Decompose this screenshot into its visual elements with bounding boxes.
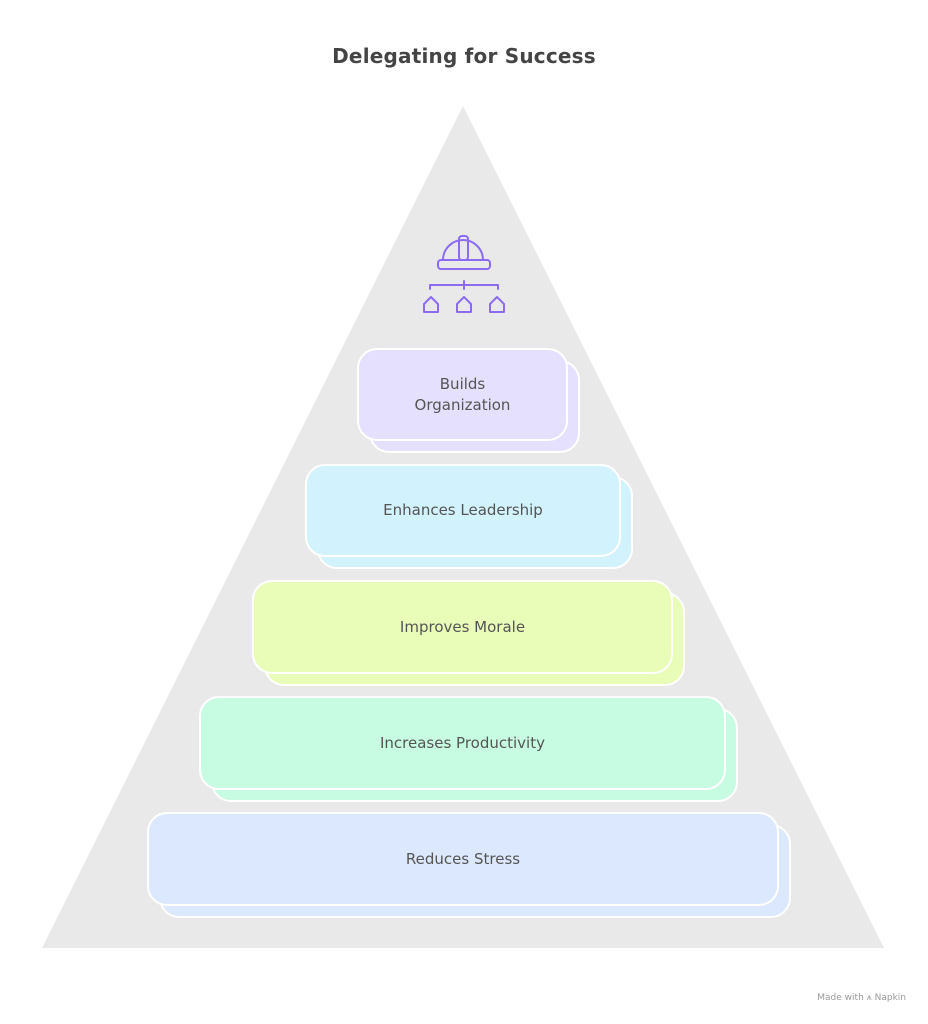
layer-box: Builds Organization	[357, 348, 568, 441]
footer-brand: Napkin	[874, 993, 906, 1003]
layer-label: Reduces Stress	[405, 849, 521, 868]
layer-label: Builds Organization	[414, 374, 511, 414]
napkin-logo-icon: ⩚	[866, 993, 872, 1003]
diagram-title: Delegating for Success	[332, 44, 596, 68]
layer-box: Improves Morale	[252, 580, 673, 674]
hard-hat-org-chart-icon	[423, 235, 505, 313]
layer-label: Enhances Leadership	[383, 501, 543, 519]
layer-box: Increases Productivity	[199, 696, 726, 790]
layer-label: Increases Productivity	[380, 733, 545, 752]
footer-text: Made with	[817, 993, 864, 1003]
layer-box: Enhances Leadership	[305, 464, 621, 557]
layer-label: Improves Morale	[399, 617, 526, 636]
footer-watermark: Made with ⩚ Napkin	[817, 993, 906, 1003]
layer-box: Reduces Stress	[147, 812, 779, 906]
